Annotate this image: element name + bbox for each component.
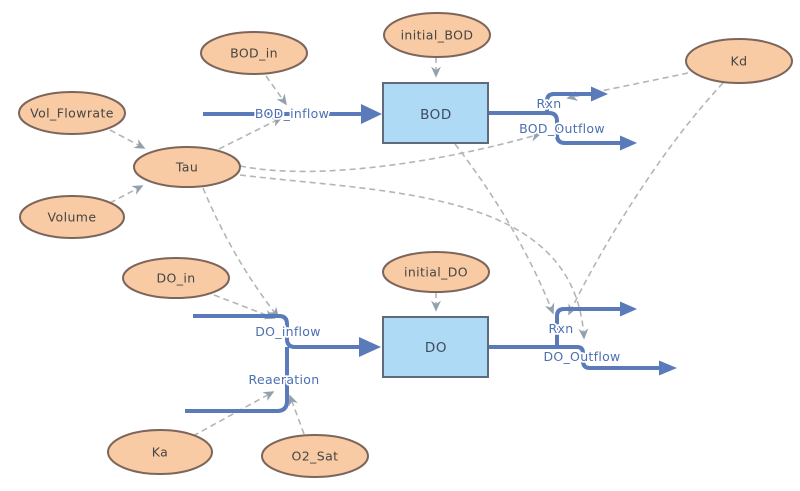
bod-rxn-label: Rxn xyxy=(537,96,562,111)
stock-do[interactable]: DO xyxy=(382,316,489,378)
tau-ellipse[interactable] xyxy=(133,146,241,188)
reaeration-pipe[interactable] xyxy=(185,347,289,413)
initial-bod-ellipse[interactable] xyxy=(383,12,491,58)
do-in-ellipse[interactable] xyxy=(122,257,230,299)
vol-flowrate-ellipse[interactable] xyxy=(18,91,126,135)
converter-o2-sat[interactable]: O2_Sat xyxy=(261,434,369,478)
flow-bod-rxn[interactable]: Rxn xyxy=(488,86,608,115)
do-stock-rect[interactable] xyxy=(382,316,489,378)
flow-reaeration[interactable]: Reaeration xyxy=(185,347,321,413)
converter-do-in[interactable]: DO_in xyxy=(122,257,230,299)
reaeration-label: Reaeration xyxy=(249,372,320,387)
bod-outflow-pipe[interactable] xyxy=(548,111,621,145)
stock-bod[interactable]: BOD xyxy=(382,82,489,144)
converter-initial-do[interactable]: initial_DO xyxy=(382,251,490,293)
connector-bod-to-do-rxn[interactable] xyxy=(454,143,555,315)
connector-tau-to-bod-inflow[interactable] xyxy=(218,117,283,150)
do-rxn-arrowhead xyxy=(620,301,637,317)
initial-do-label: initial_DO xyxy=(404,265,468,280)
o2-sat-label: O2_Sat xyxy=(292,449,339,464)
bod-inflow-arrowhead xyxy=(361,104,382,124)
do-rxn-pipe[interactable] xyxy=(555,307,621,347)
converter-vol-flowrate[interactable]: Vol_Flowrate xyxy=(18,91,126,135)
do-inflow-arrowhead xyxy=(359,337,381,357)
connector-layer xyxy=(109,57,724,437)
do-outflow-pipe[interactable] xyxy=(576,345,660,370)
do-inflow-label: DO_inflow xyxy=(255,324,321,339)
connector-o2-sat-to-reaeration[interactable] xyxy=(288,394,305,435)
ka-label: Ka xyxy=(152,445,168,460)
converter-tau[interactable]: Tau xyxy=(133,146,241,188)
connector-vol-flowrate-to-tau[interactable] xyxy=(109,129,146,149)
kd-ellipse[interactable] xyxy=(685,38,793,84)
tau-label: Tau xyxy=(175,160,198,175)
flow-do-inflow[interactable]: DO_inflow xyxy=(193,314,381,357)
connector-tau-to-do-outflow[interactable] xyxy=(239,174,589,340)
initial-do-ellipse[interactable] xyxy=(382,251,490,293)
do-rxn-label: Rxn xyxy=(549,321,574,336)
bod-rxn-arrowhead xyxy=(591,86,608,102)
bod-outflow-arrowhead xyxy=(620,135,637,151)
do-outflow-label: DO_Outflow xyxy=(543,349,620,364)
volume-ellipse[interactable] xyxy=(19,195,125,239)
do-in-label: DO_in xyxy=(156,271,195,286)
flow-bod-outflow[interactable]: BOD_Outflow xyxy=(517,111,637,151)
bod-in-label: BOD_in xyxy=(230,46,278,61)
o2-sat-ellipse[interactable] xyxy=(261,434,369,478)
ka-ellipse[interactable] xyxy=(107,429,213,475)
do-outflow-arrowhead xyxy=(659,360,677,376)
kd-label: Kd xyxy=(731,54,748,69)
flow-do-rxn[interactable]: Rxn xyxy=(488,301,637,349)
converter-kd[interactable]: Kd xyxy=(685,38,793,84)
volume-label: Volume xyxy=(48,210,97,225)
connector-volume-to-tau[interactable] xyxy=(109,185,144,204)
do-inflow-pipe[interactable] xyxy=(193,314,361,349)
converter-volume[interactable]: Volume xyxy=(19,195,125,239)
bod-stock-rect[interactable] xyxy=(382,82,489,144)
bod-stock-label: BOD xyxy=(420,107,452,123)
bod-in-ellipse[interactable] xyxy=(200,31,308,75)
bod-rxn-pipe[interactable] xyxy=(545,92,592,113)
bod-outflow-label: BOD_Outflow xyxy=(519,121,605,136)
converter-initial-bod[interactable]: initial_BOD xyxy=(383,12,491,58)
flow-bod-inflow[interactable]: BOD_inflow xyxy=(203,104,382,124)
vol-flowrate-label: Vol_Flowrate xyxy=(30,106,114,121)
connector-tau-to-bod-outflow[interactable] xyxy=(239,131,542,173)
connector-ka-to-reaeration[interactable] xyxy=(192,391,275,437)
connector-tau-to-do-inflow[interactable] xyxy=(202,187,280,319)
converter-ka[interactable]: Ka xyxy=(107,429,213,475)
initial-bod-label: initial_BOD xyxy=(401,28,474,43)
do-stock-label: DO xyxy=(425,340,447,356)
flow-do-outflow[interactable]: DO_Outflow xyxy=(542,345,677,376)
converter-bod-in[interactable]: BOD_in xyxy=(200,31,308,75)
bod-inflow-label: BOD_inflow xyxy=(255,106,329,121)
connector-bod-in-to-bod-inflow[interactable] xyxy=(265,75,287,106)
connector-kd-to-bod-rxn[interactable] xyxy=(566,72,689,101)
